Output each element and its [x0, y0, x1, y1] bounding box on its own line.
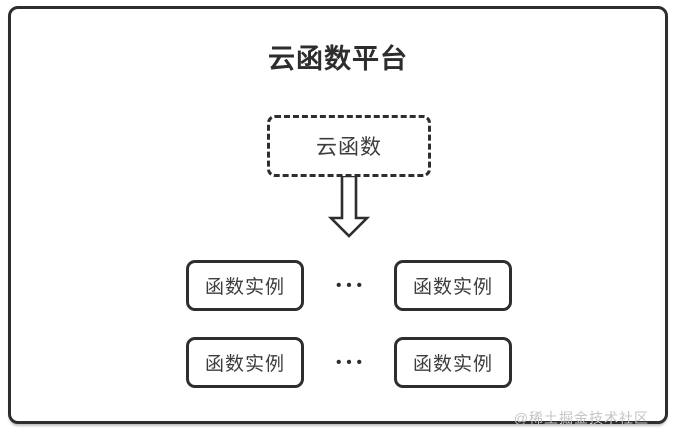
watermark-text: @稀土掘金技术社区: [513, 410, 649, 426]
function-instance-node: 函数实例: [394, 260, 512, 311]
cloud-function-label: 云函数: [316, 136, 382, 159]
function-instance-node: 函数实例: [186, 337, 304, 388]
page-title: 云函数平台: [268, 44, 408, 74]
function-instance-label: 函数实例: [204, 277, 285, 298]
ellipsis-dots: •••: [336, 354, 367, 371]
function-instance-label: 函数实例: [204, 354, 285, 375]
cloud-function-node: 云函数: [267, 115, 431, 177]
ellipsis-dots: •••: [336, 277, 367, 294]
function-instance-label: 函数实例: [412, 354, 493, 375]
function-instance-node: 函数实例: [394, 337, 512, 388]
function-instance-node: 函数实例: [186, 260, 304, 311]
function-instance-label: 函数实例: [412, 277, 493, 298]
down-arrow-icon: [327, 176, 371, 238]
platform-frame: 云函数平台 云函数 函数实例 ••• 函数实例 函数实例 ••• 函数实例 @稀…: [8, 6, 668, 426]
